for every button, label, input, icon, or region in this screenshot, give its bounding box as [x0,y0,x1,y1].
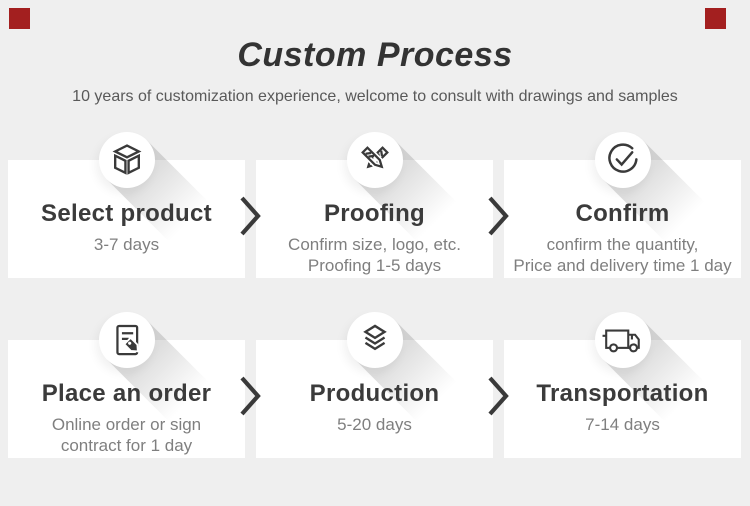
header: Custom Process 10 years of customization… [0,0,750,106]
step-description: 7-14 days [504,414,741,435]
icon-badge [594,132,651,188]
page-title: Custom Process [237,36,513,74]
step-description: 5-20 days [256,414,493,435]
step-title: Select product [41,200,212,227]
step-card-confirm: Confirm confirm the quantity, Price and … [504,132,741,278]
chevron-right-icon [486,194,510,243]
pencils-icon [358,143,389,171]
step-card-transportation: Transportation 7-14 days [504,312,741,458]
chevron-right-icon [238,374,262,423]
step-line: Price and delivery time 1 day [513,256,732,275]
icon-badge [346,312,403,368]
step-title: Transportation [536,380,709,407]
chevron-right-icon [238,194,262,243]
icon-badge [346,132,403,188]
corner-marker-left [9,8,30,29]
step-line: Confirm size, logo, etc. [288,235,461,254]
step-line: 3-7 days [93,235,160,254]
step-description: Online order or sign contract for 1 day [8,414,245,456]
process-row-1: Select product 3-7 days [8,132,741,278]
cube-icon [112,144,141,175]
step-description: 3-7 days [8,234,245,255]
corner-marker-right [705,8,726,29]
document-tag-icon [115,324,139,356]
step-card-proofing: Proofing Confirm size, logo, etc. Proofi… [256,132,493,278]
step-title: Place an order [41,380,212,407]
page-subtitle: 10 years of customization experience, we… [72,88,678,105]
check-circle-icon [607,143,638,173]
step-line: 5-20 days [337,415,412,434]
icon-badge [594,312,651,368]
step-line: Online order or sign [51,415,202,434]
step-card-select-product: Select product 3-7 days [8,132,245,278]
icon-badge [98,132,155,188]
layers-icon [362,324,387,351]
step-card-production: Production 5-20 days [256,312,493,458]
step-line: contract for 1 day [60,436,193,455]
step-title: Proofing [323,200,426,227]
step-line: Proofing 1-5 days [307,256,442,275]
icon-badge [98,312,155,368]
step-card-place-order: Place an order Online order or sign cont… [8,312,245,458]
process-row-2: Place an order Online order or sign cont… [8,312,741,458]
step-title: Confirm [575,200,670,227]
chevron-right-icon [486,374,510,423]
step-line: confirm the quantity, [546,235,699,254]
truck-icon [602,329,640,353]
step-title: Production [309,380,440,407]
step-description: confirm the quantity, Price and delivery… [504,234,741,276]
step-line: 7-14 days [585,415,660,434]
step-description: Confirm size, logo, etc. Proofing 1-5 da… [256,234,493,276]
